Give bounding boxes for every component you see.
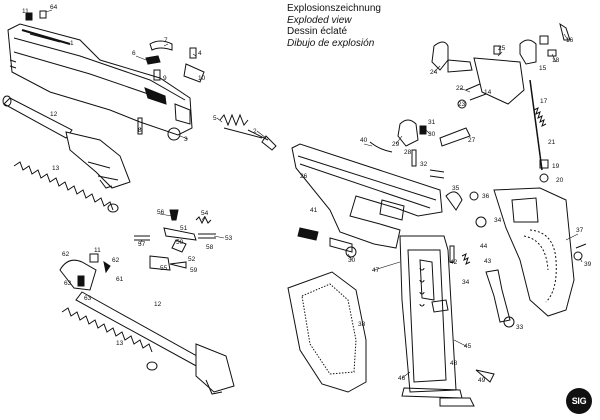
label-part-16: 16 [566,37,574,44]
label-part-27: 27 [468,137,476,144]
label-part-33: 33 [516,324,524,331]
label-part-37: 37 [576,227,584,234]
title-english: Exploded view [287,14,352,26]
title-german: Explosionszeichnung [287,3,381,14]
label-part-11-lower: 11 [94,247,101,254]
label-part-12-lower: 12 [154,301,162,308]
label-part-26: 26 [300,173,308,180]
label-part-54: 54 [201,210,209,217]
label-part-14: 14 [484,89,492,96]
label-part-2: 2 [253,128,257,135]
label-part-44: 44 [480,243,488,250]
label-part-40: 40 [360,137,368,144]
label-part-62-b: 62 [112,257,120,264]
label-part-47: 47 [372,267,380,274]
leader-lines [28,9,583,379]
label-part-57: 57 [138,241,146,248]
label-part-7: 7 [164,37,168,44]
label-part-29: 29 [392,141,400,148]
label-part-20: 20 [556,177,564,184]
label-part-42: 42 [450,259,458,266]
label-part-28: 28 [404,149,412,156]
label-part-13-upper: 13 [52,165,60,172]
label-part-43: 43 [484,258,492,265]
label-part-15: 15 [539,65,547,72]
label-part-8: 8 [138,127,142,134]
label-part-34-upper: 34 [494,217,502,224]
label-part-13-lower: 13 [116,340,124,347]
magazine-part [399,235,475,407]
part-number-labels: 11 64 1 6 7 4 9 10 8 3 5 2 12 13 56 54 5… [22,4,592,384]
label-part-41: 41 [310,207,318,214]
recoil-spring-guide [219,113,277,151]
label-part-5: 5 [213,115,217,122]
label-part-19: 19 [552,163,560,170]
label-part-9: 9 [163,75,167,82]
label-part-24: 24 [430,69,438,76]
label-part-48: 48 [450,360,458,367]
label-part-17: 17 [540,98,548,105]
spring-lower [61,307,158,371]
label-part-30-lower: 30 [348,257,356,264]
label-part-62-a: 62 [62,251,70,258]
slide-part [7,23,193,136]
label-part-38: 38 [358,321,366,328]
small-parts-top-left [25,10,205,141]
label-part-35: 35 [452,185,460,192]
label-part-22: 22 [456,85,464,92]
sig-logo: SIG [566,388,592,414]
label-part-49: 49 [478,377,486,384]
label-part-51: 51 [180,225,188,232]
label-part-63-b: 63 [84,295,92,302]
label-part-32: 32 [420,161,428,168]
label-part-63-a: 63 [64,280,72,287]
spring-upper [13,161,119,213]
frame-part [291,143,443,249]
right-grip-panel [493,187,575,317]
label-part-61: 61 [116,276,124,283]
label-part-64: 64 [50,4,58,11]
title-block: Explosionszeichnung Exploded view Dessin… [287,3,407,49]
misc-lower-parts [297,191,587,383]
label-part-58: 58 [206,244,214,251]
label-part-18: 18 [552,57,560,64]
trigger-group-parts [134,209,216,271]
hammer-sear-parts [369,22,571,183]
left-grip-panel [287,271,367,393]
label-part-55: 55 [160,265,168,272]
label-part-50: 50 [176,239,184,246]
title-spanish: Dibujo de explosión [287,37,375,49]
label-part-10: 10 [198,75,206,82]
label-part-45: 45 [464,343,472,350]
label-part-3: 3 [184,136,188,143]
label-part-21: 21 [548,139,556,146]
label-part-25: 25 [498,45,506,52]
label-part-23: 23 [458,101,466,108]
label-part-53: 53 [225,235,233,242]
label-part-56: 56 [157,209,165,216]
title-french: Dessin éclaté [287,26,348,37]
label-part-12-upper: 12 [50,111,58,118]
label-part-4: 4 [198,50,202,57]
label-part-1: 1 [70,40,74,47]
label-part-59: 59 [190,267,198,274]
label-part-6: 6 [132,50,136,57]
label-part-36: 36 [482,193,490,200]
label-part-30: 30 [428,131,436,138]
label-part-46: 46 [398,375,406,382]
barrel-upper [2,95,131,189]
barrel-lower [59,253,235,395]
label-part-39: 39 [584,261,592,268]
label-part-34: 34 [462,279,470,286]
label-part-52: 52 [188,256,196,263]
label-part-31: 31 [428,119,436,126]
label-part-11: 11 [22,8,29,15]
